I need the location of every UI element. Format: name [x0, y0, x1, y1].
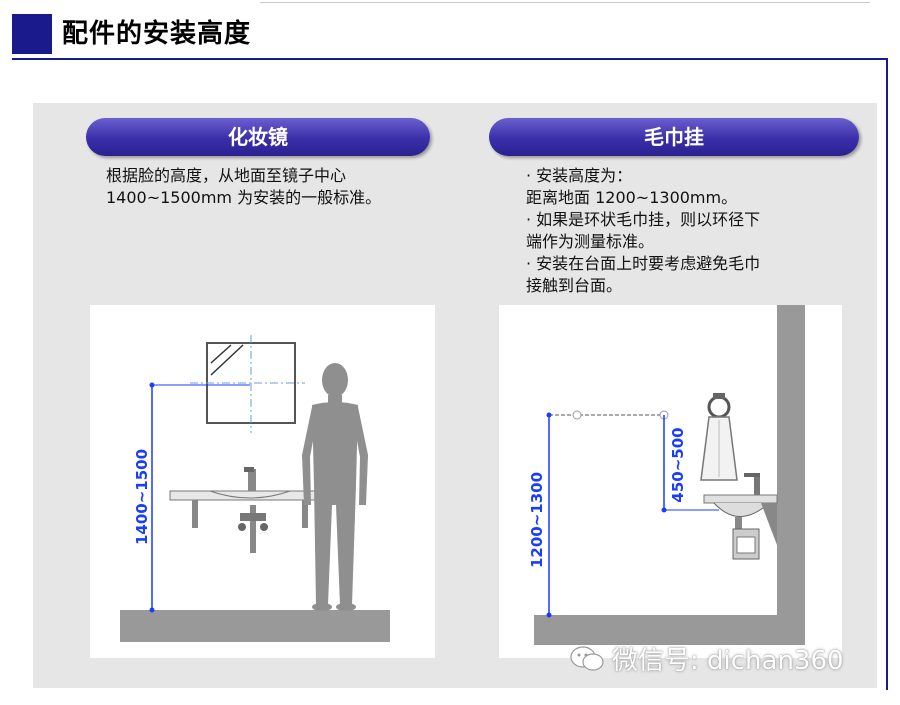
mirror-dimension-label: 1400~1500 [133, 449, 151, 545]
towel-rack-figure: 1200~1300 450~500 [499, 305, 842, 658]
towel-desc-line: 距离地面 1200~1300mm。 [526, 188, 738, 207]
towel-desc-line: · 如果是环状毛巾挂，则以环径下 [526, 210, 761, 229]
human-figure-icon [302, 363, 368, 611]
floor-slab [534, 615, 805, 645]
towel-desc-line: 接触到台面。 [526, 276, 623, 295]
floor-dimension-label: 1200~1300 [528, 472, 546, 568]
towel-rack-drawing: 1200~1300 450~500 [528, 305, 805, 645]
right-border-line [886, 60, 888, 690]
towel-rack-heading: 毛巾挂 [489, 118, 859, 156]
title-square-marker [12, 14, 52, 54]
top-rule [260, 2, 870, 3]
title-bar: 配件的安装高度 [0, 0, 890, 60]
mirror-drawing: 1400~1500 [120, 335, 390, 642]
towel-desc-line: · 安装在台面上时要考虑避免毛巾 [526, 254, 761, 273]
towel-ring-icon [707, 395, 731, 419]
mirror-desc-line: 1400~1500mm 为安装的一般标准。 [106, 188, 382, 207]
floor-slab [120, 610, 390, 642]
vanity-counter [703, 494, 778, 504]
watermark: 微信号: dichan360 [570, 640, 844, 677]
watermark-text: 微信号: dichan360 [612, 646, 844, 676]
wall [777, 305, 805, 645]
towel-desc-line: 端作为测量标准。 [526, 232, 655, 251]
title-underline [12, 58, 888, 60]
mirror-desc-line: 根据脸的高度，从地面至镜子中心 [106, 166, 347, 185]
towel-desc-line: · 安装高度为： [526, 166, 633, 185]
mirror-heading: 化妆镜 [86, 118, 430, 156]
mirror-figure: 1400~1500 [90, 305, 435, 658]
page-title: 配件的安装高度 [62, 19, 252, 49]
mirror-description: 根据脸的高度，从地面至镜子中心 1400~1500mm 为安装的一般标准。 [106, 165, 426, 209]
wechat-icon [570, 645, 604, 671]
towel-rack-description: · 安装高度为： 距离地面 1200~1300mm。 · 如果是环状毛巾挂，则以… [526, 165, 846, 297]
ring-dimension-label: 450~500 [669, 427, 687, 502]
